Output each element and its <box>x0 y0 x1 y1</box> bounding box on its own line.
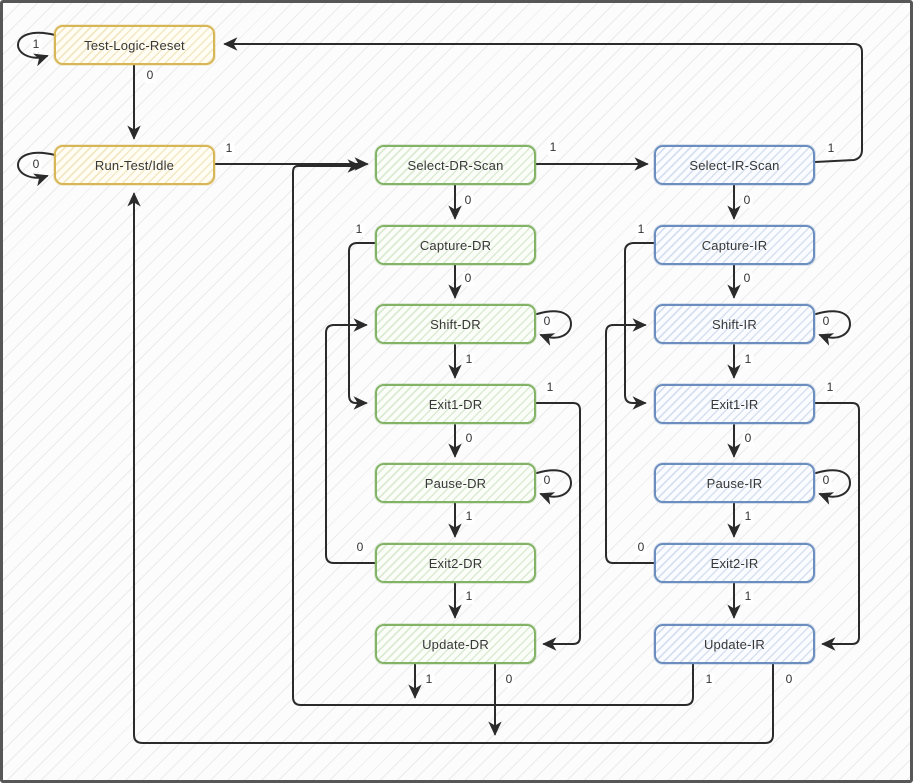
transition-label-exit1dr-pausedr: 0 <box>463 431 475 446</box>
transition-label-updatedr-1: 1 <box>423 672 435 687</box>
transition-label-cdr-exit1dr: 1 <box>353 222 365 237</box>
edge-cir-to-exit1ir <box>624 242 655 410</box>
transition-label-exit2ir-shiftir: 0 <box>635 540 647 555</box>
transition-label-pausedr-self: 0 <box>541 473 553 488</box>
transition-label-exit1ir-pauseir: 0 <box>742 431 754 446</box>
state-label: Run-Test/Idle <box>94 157 175 173</box>
state-label: Pause-IR <box>706 475 763 491</box>
edge-exit1dr-to-updatedr <box>535 402 581 651</box>
state-label: Update-IR <box>703 636 766 652</box>
transition-label-cdr-shiftdr: 0 <box>462 271 474 286</box>
transition-label-pauseir-self: 0 <box>820 473 832 488</box>
edge-sirs-to-tlr <box>223 37 863 163</box>
transition-label-updateir-1: 1 <box>703 672 715 687</box>
state-shift-dr[interactable]: Shift-DR <box>375 304 536 344</box>
state-test-logic-reset[interactable]: Test-Logic-Reset <box>54 25 215 65</box>
transition-label-sirs-tlr: 1 <box>825 141 837 156</box>
transition-label-updatedr-0: 0 <box>503 672 515 687</box>
state-label: Shift-IR <box>712 316 757 332</box>
transition-label-cir-exit1ir: 1 <box>635 222 647 237</box>
edge-pausedr-self-loop <box>536 469 572 505</box>
state-pause-ir[interactable]: Pause-IR <box>654 463 815 503</box>
transition-label-updateir-0: 0 <box>783 672 795 687</box>
edge-updateir-1-return <box>292 159 694 706</box>
transition-label-exit2ir-updateir: 1 <box>742 589 754 604</box>
state-label: Capture-DR <box>419 237 492 253</box>
transition-label-sirs-cir: 0 <box>741 193 753 208</box>
transition-label-cir-shiftir: 0 <box>741 271 753 286</box>
edge-exit1ir-to-updateir <box>814 402 860 651</box>
state-label: Select-IR-Scan <box>689 157 780 173</box>
state-exit1-dr[interactable]: Exit1-DR <box>375 384 536 424</box>
transition-label-exit2dr-updatedr: 1 <box>463 589 475 604</box>
state-run-test-idle[interactable]: Run-Test/Idle <box>54 145 215 185</box>
transition-label-shiftir-self: 0 <box>820 314 832 329</box>
state-capture-dr[interactable]: Capture-DR <box>375 225 536 265</box>
state-exit2-dr[interactable]: Exit2-DR <box>375 543 536 583</box>
state-label: Shift-DR <box>430 316 481 332</box>
transition-label-shiftdr-self: 0 <box>541 314 553 329</box>
transition-label-rti-self: 0 <box>30 157 42 172</box>
state-exit1-ir[interactable]: Exit1-IR <box>654 384 815 424</box>
edge-cdr-to-exit1dr <box>348 242 376 410</box>
state-capture-ir[interactable]: Capture-IR <box>654 225 815 265</box>
state-label: Exit1-DR <box>428 396 483 412</box>
transition-label-shiftdr-exit1dr: 1 <box>463 352 475 367</box>
edge-tlr-self-loop <box>17 31 56 67</box>
transition-label-tlr-rti: 0 <box>144 68 156 83</box>
state-select-dr-scan[interactable]: Select-DR-Scan <box>375 145 536 185</box>
transition-label-shiftir-exit1ir: 1 <box>742 352 754 367</box>
edge-rti-self-loop <box>17 151 56 187</box>
transition-label-exit1dr-updatedr: 1 <box>544 380 556 395</box>
state-pause-dr[interactable]: Pause-DR <box>375 463 536 503</box>
state-update-dr[interactable]: Update-DR <box>375 624 536 664</box>
edge-shiftir-self-loop <box>815 310 851 346</box>
state-exit2-ir[interactable]: Exit2-IR <box>654 543 815 583</box>
state-shift-ir[interactable]: Shift-IR <box>654 304 815 344</box>
transition-arrows-layer <box>17 31 863 744</box>
state-update-ir[interactable]: Update-IR <box>654 624 815 664</box>
edge-exit2ir-to-shiftir <box>605 318 655 564</box>
state-label: Update-DR <box>422 636 489 652</box>
state-select-ir-scan[interactable]: Select-IR-Scan <box>654 145 815 185</box>
transition-label-sdrs-sirs: 1 <box>547 140 559 155</box>
edge-updateir-0-to-rti <box>127 192 774 744</box>
transition-label-exit1ir-updateir: 1 <box>824 380 836 395</box>
state-label: Pause-DR <box>424 475 487 491</box>
edge-shiftdr-self-loop <box>536 310 572 346</box>
transition-label-rti-sdrs: 1 <box>223 141 235 156</box>
state-label: Capture-IR <box>701 237 768 253</box>
transition-label-tlr-self: 1 <box>30 37 42 52</box>
transition-label-pauseir-exit2ir: 1 <box>742 509 754 524</box>
state-label: Test-Logic-Reset <box>84 37 185 53</box>
transition-label-sdrs-cdr: 0 <box>462 193 474 208</box>
state-label: Select-DR-Scan <box>407 157 504 173</box>
edge-exit2dr-to-shiftdr <box>325 318 376 564</box>
transition-label-pausedr-exit2dr: 1 <box>463 509 475 524</box>
state-label: Exit2-IR <box>710 555 759 571</box>
transition-label-exit2dr-shiftdr: 0 <box>354 540 366 555</box>
state-label: Exit1-IR <box>710 396 759 412</box>
state-label: Exit2-DR <box>428 555 483 571</box>
edge-pauseir-self-loop <box>815 469 851 505</box>
